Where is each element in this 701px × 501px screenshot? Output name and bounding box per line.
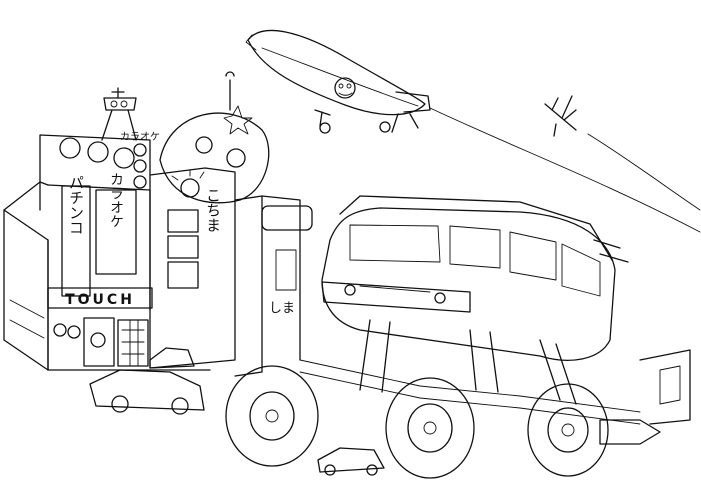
sedan-left — [89, 369, 205, 411]
wheel-middle — [385, 377, 475, 479]
right-structure — [639, 349, 691, 425]
touch-sign: TOUCH — [65, 292, 135, 308]
wheel-right — [527, 383, 609, 477]
shima-sign: しま — [269, 301, 295, 316]
rocket-pod — [599, 419, 661, 445]
jet-plane — [429, 95, 701, 233]
sedan-bottom — [317, 447, 385, 473]
wheel-left — [225, 365, 319, 467]
robot-mascot — [159, 71, 270, 204]
compact-car — [149, 347, 195, 369]
kochima-sign: こちま — [204, 188, 222, 233]
building-column: しま — [234, 195, 313, 377]
blimp — [245, 29, 431, 134]
small-cars — [89, 347, 661, 476]
wheels — [225, 365, 609, 479]
karaoke-vertical-sign: カラオケ — [108, 172, 124, 228]
suspension — [299, 319, 641, 425]
karaoke-small-sign: カラオケ — [120, 131, 160, 143]
sign-tower: こちま カラオケ — [120, 131, 236, 369]
pachinko-sign: パチンコ — [67, 175, 85, 235]
arcade-building: パチンコ カラオケ TOUCH — [3, 134, 211, 371]
rooftop-ornament — [101, 87, 137, 141]
monster-van — [321, 195, 629, 361]
